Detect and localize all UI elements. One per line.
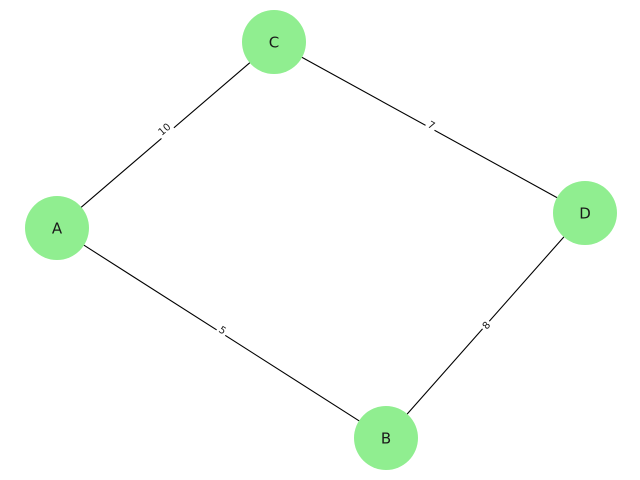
node-circle-d[interactable] <box>553 181 617 245</box>
edge-label-group: 7 <box>423 117 439 135</box>
node-circle-a[interactable] <box>25 196 89 260</box>
edge-label-backdrop <box>154 119 176 141</box>
graph-node-d[interactable]: D <box>553 181 617 245</box>
edge-label-group: 8 <box>478 317 496 335</box>
node-circle-b[interactable] <box>354 406 418 470</box>
nodes-layer: A B C D <box>25 10 617 470</box>
graph-node-b[interactable]: B <box>354 406 418 470</box>
edges-layer <box>80 56 565 422</box>
edge-label-backdrop <box>213 322 231 340</box>
edge-label-backdrop <box>478 317 496 335</box>
node-circle-c[interactable] <box>242 10 306 74</box>
graph-node-a[interactable]: A <box>25 196 89 260</box>
edge-label-backdrop <box>423 117 439 135</box>
graph-node-c[interactable]: C <box>242 10 306 74</box>
edge-label-group: 10 <box>154 119 176 141</box>
